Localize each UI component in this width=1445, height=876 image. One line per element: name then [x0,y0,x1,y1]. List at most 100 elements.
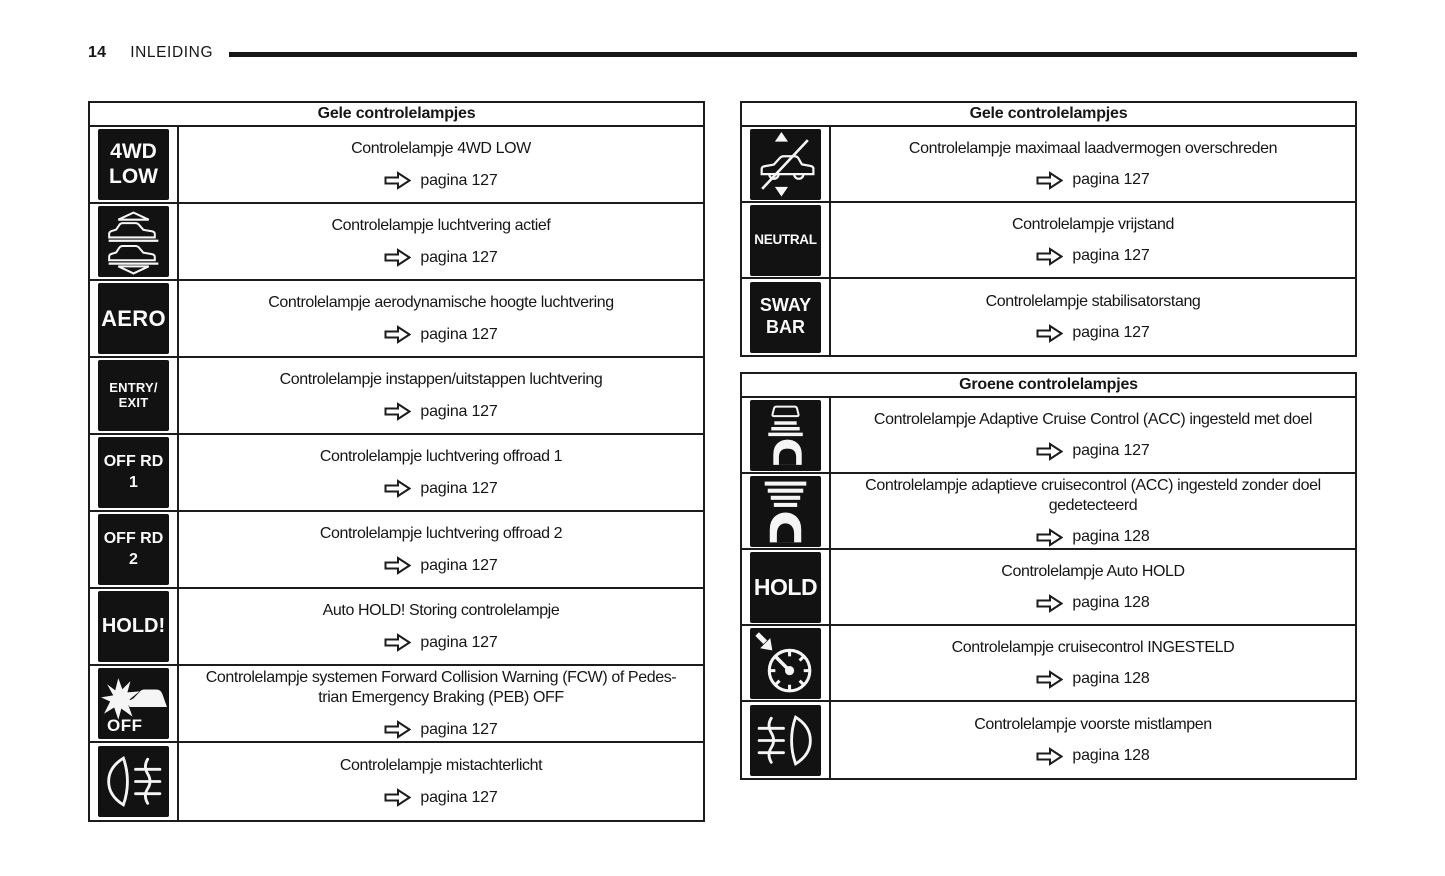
telltale-text: ENTRY/EXIT [109,379,158,410]
description-cell: Controlelampje mistachterlicht pagina 12… [179,743,703,820]
arrow-right-icon [384,325,412,344]
page-ref-text: pagina 128 [1072,670,1150,687]
page-ref-text: pagina 128 [1072,594,1150,611]
arrow-right-icon [384,720,412,739]
page-reference: pagina 127 [384,633,498,652]
description-cell: Controlelampje instappen/uitstappen luch… [179,358,703,433]
green-indicators-table: Groene controlelampjes Controlelampje Ad… [740,372,1357,780]
indicator-label: Controlelampje Adaptive Cruise Control (… [873,410,1313,428]
table-row: Controlelampje maximaal laadvermogen ove… [742,127,1355,203]
table-row: Controlelampje adaptieve cruisecontrol (… [742,474,1355,550]
description-cell: Controlelampje systemen Forward Collisio… [179,666,703,741]
header-rule [229,51,1357,57]
page-reference: pagina 127 [1036,170,1150,190]
arrow-right-icon [1036,246,1064,266]
page-number: 14 [88,44,107,61]
page-reference: pagina 127 [1036,246,1150,266]
icon-cell [742,702,831,778]
page-reference: pagina 127 [384,479,498,498]
rear-fog-light-indicator-icon [98,746,169,817]
description-cell: Controlelampje vrijstand pagina 127 [831,203,1355,277]
description-cell: Controlelampje Auto HOLD pagina 128 [831,550,1355,624]
arrow-right-icon [384,479,412,498]
table-row: Controlelampje cruisecontrol INGESTELD p… [742,626,1355,702]
auto-hold-indicator-icon: HOLD [750,551,821,623]
description-cell: Controlelampje maximaal laadvermogen ove… [831,127,1355,201]
front-fog-lights-indicator-icon [750,704,821,776]
icon-cell: NEUTRAL [742,203,831,277]
acc-set-with-target-indicator-icon [750,399,821,471]
icon-cell [90,743,179,820]
icon-cell [742,474,831,548]
page-reference: pagina 127 [384,788,498,807]
arrow-right-icon [384,788,412,807]
indicator-label: Controlelampje luchtvering offroad 2 [319,525,563,542]
icon-cell: HOLD [742,550,831,624]
icon-cell: AERO [90,281,179,356]
page-ref-text: pagina 127 [420,248,498,266]
page-reference: pagina 128 [1036,527,1150,547]
page-reference: pagina 128 [1036,593,1150,613]
table-row: AERO Controlelampje aerodynamische hoogt… [90,281,703,358]
indicator-label: Auto HOLD! Storing controlelampje [322,602,560,619]
page-ref-text: pagina 127 [420,325,498,343]
page-reference: pagina 127 [384,325,498,344]
indicator-label: Controlelampje aerodynamische hoogte luc… [268,294,614,311]
description-cell: Controlelampje cruisecontrol INGESTELD p… [831,626,1355,700]
description-cell: Controlelampje adaptieve cruisecontrol (… [831,474,1355,548]
page-ref-text: pagina 127 [1072,324,1150,341]
telltale-text: HOLD [753,573,818,600]
fcw-peb-off-indicator-icon: OFF [98,668,169,739]
description-cell: Controlelampje voorste mistlampen pagina… [831,702,1355,778]
description-cell: Auto HOLD! Storing controlelampje pagina… [179,589,703,664]
indicator-label: Controlelampje stabilisatorstang [985,292,1201,310]
indicator-label: Controlelampje maximaal laadvermogen ove… [908,139,1278,157]
max-load-exceeded-indicator-icon [750,128,821,200]
table-row: Controlelampje mistachterlicht pagina 12… [90,743,703,820]
arrow-right-icon [384,171,412,190]
section-title: INLEIDING [130,44,214,61]
auto-hold-fault-indicator-icon: HOLD! [98,591,169,662]
description-cell: Controlelampje 4WD LOW pagina 127 [179,127,703,202]
page-ref-text: pagina 127 [420,171,498,189]
acc-set-no-target-indicator-icon [750,475,821,547]
indicator-label: Controlelampje mistachterlicht [339,757,543,774]
neutral-indicator-icon: NEUTRAL [750,204,821,276]
table-row: HOLD Controlelampje Auto HOLD pagina 128 [742,550,1355,626]
telltale-text: NEUTRAL [754,232,817,248]
indicator-label: Controlelampje 4WD LOW [351,140,531,157]
page-header: 14 INLEIDING [88,44,1357,62]
page-ref-text: pagina 127 [1072,442,1150,459]
arrow-right-icon [1036,593,1064,613]
page-reference: pagina 128 [1036,746,1150,766]
arrow-right-icon [384,633,412,652]
indicator-label: Controlelampje luchtvering actief [331,217,551,234]
indicator-label: Controlelampje adaptieve cruisecontrol (… [865,476,1321,514]
yellow-indicators-table-right: Gele controlelampjes Controlelampje maxi… [740,101,1357,357]
icon-cell: HOLD! [90,589,179,664]
page-ref-text: pagina 127 [420,479,498,497]
page-reference: pagina 127 [384,556,498,575]
page-ref-text: pagina 127 [420,633,498,651]
description-cell: Controlelampje stabilisatorstang pagina … [831,279,1355,355]
description-cell: Controlelampje aerodynamische hoogte luc… [179,281,703,356]
page-reference: pagina 128 [1036,669,1150,689]
page-reference: pagina 127 [384,171,498,190]
right-column: Gele controlelampjes Controlelampje maxi… [740,101,1357,822]
table-title: Groene controlelampjes [742,374,1355,398]
page-ref-text: pagina 127 [420,556,498,574]
table-row: NEUTRAL Controlelampje vrijstand pagina … [742,203,1355,279]
aero-height-indicator-icon: AERO [98,283,169,354]
